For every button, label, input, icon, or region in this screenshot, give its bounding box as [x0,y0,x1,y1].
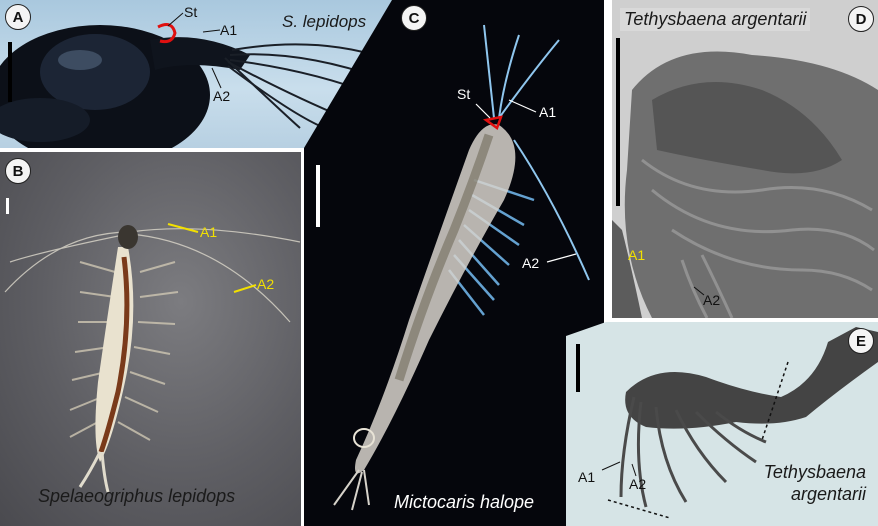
panel-e-species-line1: Tethysbaena [763,462,866,482]
panel-d-species: Tethysbaena argentarii [620,8,811,31]
panel-b-scale-bar [6,198,9,214]
panel-e-photo [619,327,878,508]
panel-a-label-a1: A1 [220,22,238,38]
panel-e-annotations [601,361,789,519]
panel-c-label-a1: A1 [539,104,557,120]
panel-a-species: S. lepidops [282,12,367,31]
panel-b-annotations [167,223,257,293]
panel-d-label-a1: A1 [628,247,646,263]
panel-d: Tethysbaena argentarii D A1 A2 [612,0,878,318]
panel-a-label-a2: A2 [213,88,231,104]
panel-b-label-a1: A1 [200,224,218,240]
panel-c-scale-bar [316,165,320,227]
panel-e-label-a1: A1 [578,469,596,485]
panel-a-annotations [157,12,222,89]
panel-a-scale-bar [8,42,12,102]
panel-b-photo [4,225,301,493]
panel-a-letter: A [5,4,31,30]
panel-e-label-a2: A2 [629,476,647,492]
panel-b-species: Spelaeogriphus lepidops [38,486,236,506]
panel-c-st-marker [482,115,503,130]
panel-a-photo [0,25,391,148]
panel-d-letter: D [848,6,874,32]
panel-d-scale-bar [616,38,620,206]
panel-a: A S. lepidops St A1 A2 [0,0,392,148]
panel-c-annotations [475,99,577,263]
panel-c: C St A1 A2 Mictocaris halope [304,0,604,526]
panel-d-label-a2: A2 [703,292,721,308]
panel-b: B A1 A2 Spelaeogriphus lepidops [0,152,301,526]
panel-b-letter: B [5,158,31,184]
panel-c-label-a2: A2 [522,255,540,271]
panel-c-photo [333,24,590,511]
panel-c-letter: C [401,5,427,31]
panel-a-label-st: St [184,4,198,20]
panel-e-species-line2: argentarii [790,484,866,504]
panel-a-st-marker [157,23,177,44]
panel-d-annotations [693,286,705,296]
panel-c-label-st: St [457,86,471,102]
panel-e: E A1 A2 Tethysbaena argentarii [566,322,878,526]
panel-d-photo [612,51,878,318]
panel-e-scale-bar [576,344,580,392]
panel-b-label-a2: A2 [257,276,275,292]
panel-e-letter: E [848,328,874,354]
panel-c-species: Mictocaris halope [394,492,535,512]
